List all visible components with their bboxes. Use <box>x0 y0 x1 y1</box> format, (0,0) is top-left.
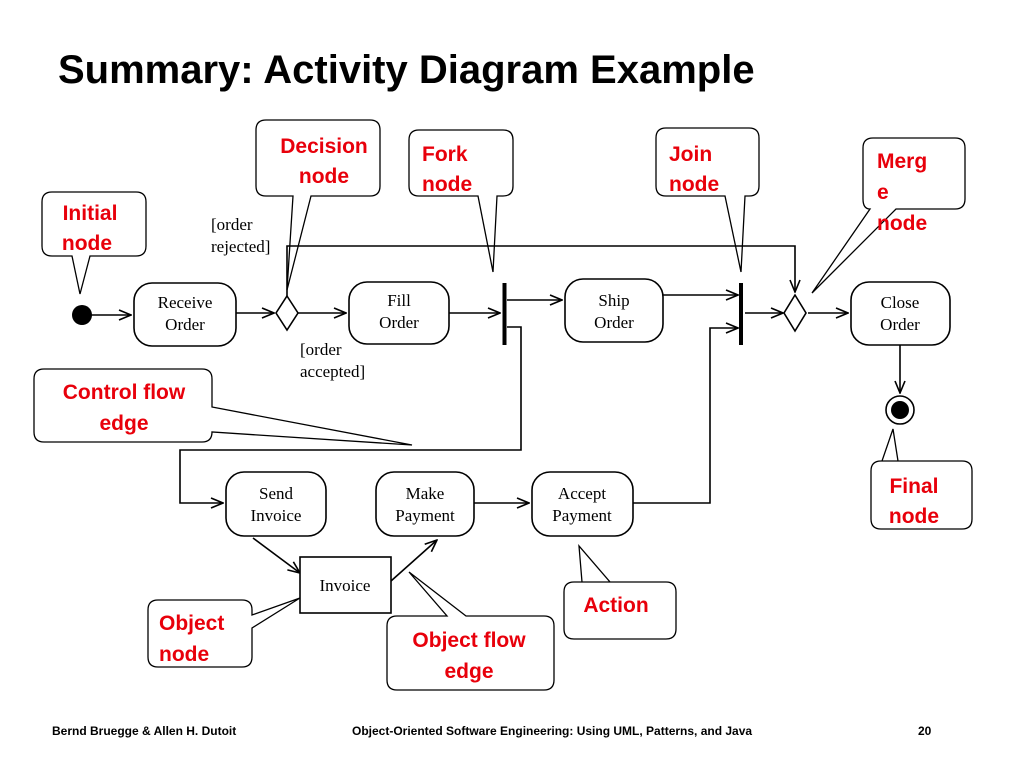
merge-node <box>783 293 807 333</box>
fill-order-label-1: Fill <box>387 291 411 310</box>
callout-final-line2: node <box>889 505 939 528</box>
action-send-invoice <box>225 471 327 537</box>
callout-object-flow-line1: Object flow <box>412 629 526 652</box>
callout-merge-line1: Merg <box>877 150 927 173</box>
ship-order-label-2: Order <box>594 313 634 332</box>
callout-join-line2: node <box>669 173 719 196</box>
decision-node <box>275 294 299 332</box>
guard-rejected-line1: [order <box>211 215 253 234</box>
callout-control-flow-line2: edge <box>99 412 148 435</box>
join-bar <box>739 283 743 345</box>
callout-initial-bubble <box>41 191 147 295</box>
accept-payment-label-2: Payment <box>552 506 612 525</box>
callout-final-line1: Final <box>889 475 938 498</box>
callout-join-bubble <box>655 127 760 273</box>
send-invoice-label-2: Invoice <box>251 506 302 525</box>
fork-bar <box>502 283 507 345</box>
make-payment-label-2: Payment <box>395 506 455 525</box>
callout-object-flow-bubble <box>386 571 555 691</box>
invoice-label: Invoice <box>320 576 371 595</box>
action-ship-order <box>564 278 664 343</box>
object-flow-invoice-to-make <box>390 540 437 582</box>
callout-initial-line1: Initial <box>63 202 118 225</box>
footer-book-title: Object-Oriented Software Engineering: Us… <box>352 724 753 738</box>
action-receive-order <box>133 282 237 347</box>
action-close-order <box>850 281 951 346</box>
edge-accept-payment-to-join <box>633 328 738 504</box>
final-node <box>885 395 915 425</box>
guard-accepted-line1: [order <box>300 340 342 359</box>
callout-initial-line2: node <box>62 232 112 255</box>
callout-fork-line1: Fork <box>422 143 468 166</box>
action-accept-payment <box>531 471 634 537</box>
callout-decision-line1: Decision <box>280 135 368 158</box>
receive-order-label-1: Receive <box>158 293 213 312</box>
guard-accepted-line2: accepted] <box>300 362 365 381</box>
callout-control-flow-bubble <box>33 368 413 446</box>
callout-join-line1: Join <box>669 143 712 166</box>
callout-merge-line2: e <box>877 181 889 204</box>
edge-fork-to-send-invoice <box>179 326 522 503</box>
footer-authors: Bernd Bruegge & Allen H. Dutoit <box>52 724 237 738</box>
callout-object-node-line2: node <box>159 643 209 666</box>
guard-rejected-line2: rejected] <box>211 237 270 256</box>
footer-page-number: 20 <box>918 724 932 738</box>
callout-action-bubble <box>563 544 677 640</box>
callout-final-bubble <box>870 428 973 530</box>
callout-merge-line3: node <box>877 212 927 235</box>
callout-fork-bubble <box>408 129 514 273</box>
edge-decision-rejected-to-merge <box>286 245 795 296</box>
close-order-label-1: Close <box>881 293 920 312</box>
callout-decision-line2: node <box>299 165 349 188</box>
callout-object-node-bubble <box>147 597 301 668</box>
callout-decision-bubble <box>255 119 381 291</box>
ship-order-label-1: Ship <box>598 291 629 310</box>
fill-order-label-2: Order <box>379 313 419 332</box>
initial-node <box>72 305 92 325</box>
close-order-label-2: Order <box>880 315 920 334</box>
callout-object-node-line1: Object <box>159 612 224 635</box>
callout-merge-bubble <box>811 137 966 294</box>
callout-object-flow-line2: edge <box>444 660 493 683</box>
make-payment-label-1: Make <box>406 484 445 503</box>
accept-payment-label-1: Accept <box>558 484 606 503</box>
slide-title: Summary: Activity Diagram Example <box>58 48 755 92</box>
callout-control-flow-line1: Control flow <box>63 381 186 404</box>
callout-action-line1: Action <box>583 594 648 617</box>
send-invoice-label-1: Send <box>259 484 294 503</box>
receive-order-label-2: Order <box>165 315 205 334</box>
action-fill-order <box>348 281 450 345</box>
object-flow-send-to-invoice <box>252 537 300 573</box>
action-make-payment <box>375 471 475 537</box>
object-node-invoice <box>299 556 392 614</box>
callout-fork-line2: node <box>422 173 472 196</box>
